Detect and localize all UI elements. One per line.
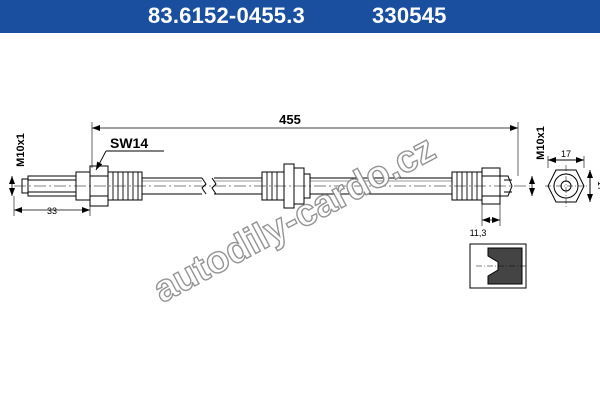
wrench-size-label: SW14 bbox=[110, 135, 148, 151]
section-detail bbox=[469, 243, 527, 289]
title-bar: 83.6152-0455.3 330545 bbox=[0, 0, 600, 33]
watermark-text: autodily-cardo.cz bbox=[147, 128, 443, 312]
right-thread-label: M10x1 bbox=[535, 126, 547, 160]
reference-number: 330545 bbox=[372, 3, 447, 28]
overall-length-label: 455 bbox=[279, 112, 301, 127]
end-height-label: 17 bbox=[596, 181, 600, 191]
brake-hose-drawing bbox=[14, 163, 530, 209]
end-view bbox=[545, 156, 593, 207]
right-fitting-length-label: 11,3 bbox=[470, 228, 487, 238]
part-number: 83.6152-0455.3 bbox=[148, 3, 305, 28]
left-fitting-length-label: 33 bbox=[47, 206, 57, 216]
dimension-lines bbox=[9, 122, 535, 226]
left-thread-label: M10x1 bbox=[15, 133, 27, 167]
end-width-label: 17 bbox=[561, 149, 571, 159]
